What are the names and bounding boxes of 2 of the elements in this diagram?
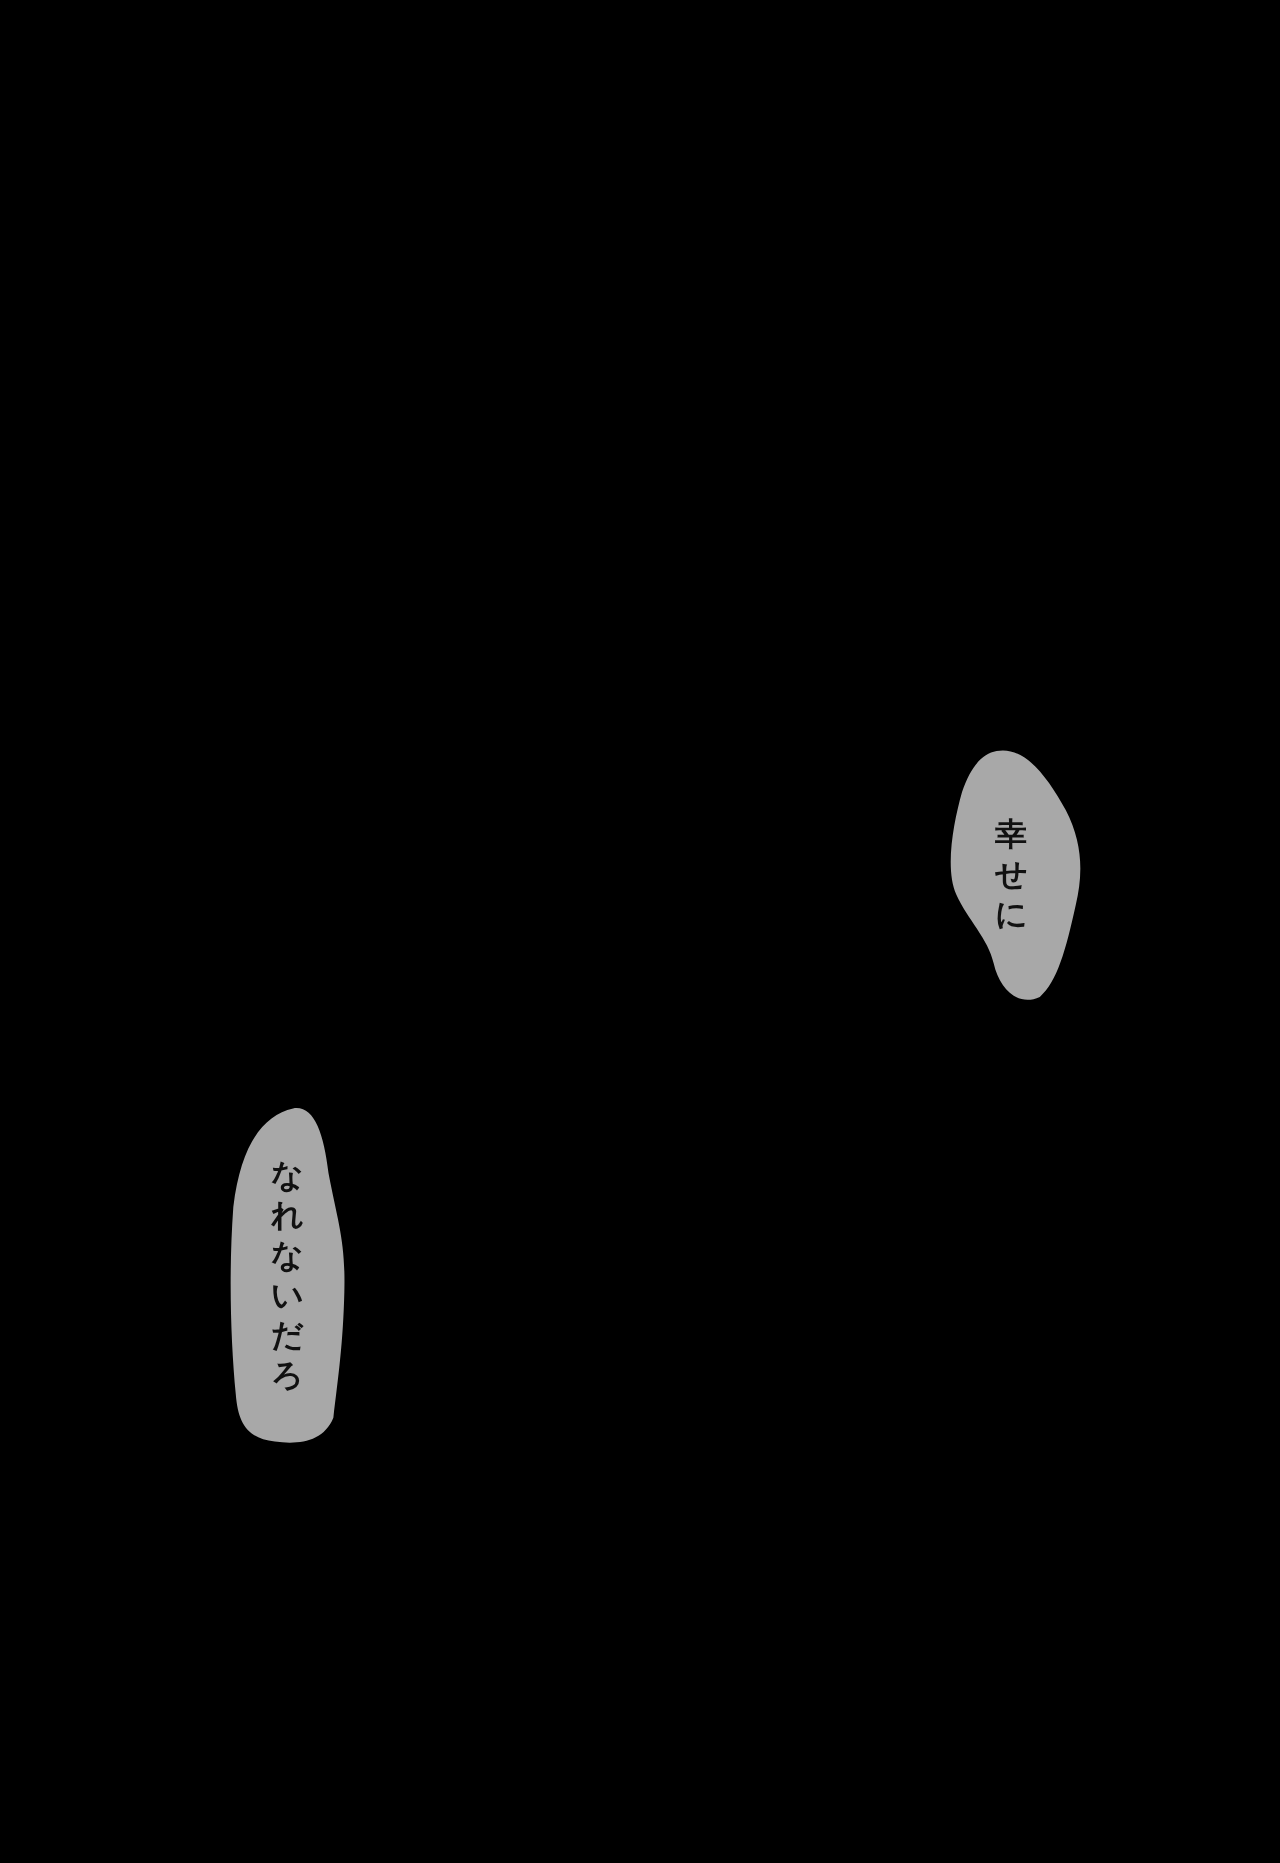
speech-text: 幸せに — [993, 814, 1029, 934]
speech-text: なれないだろ — [269, 1155, 305, 1395]
